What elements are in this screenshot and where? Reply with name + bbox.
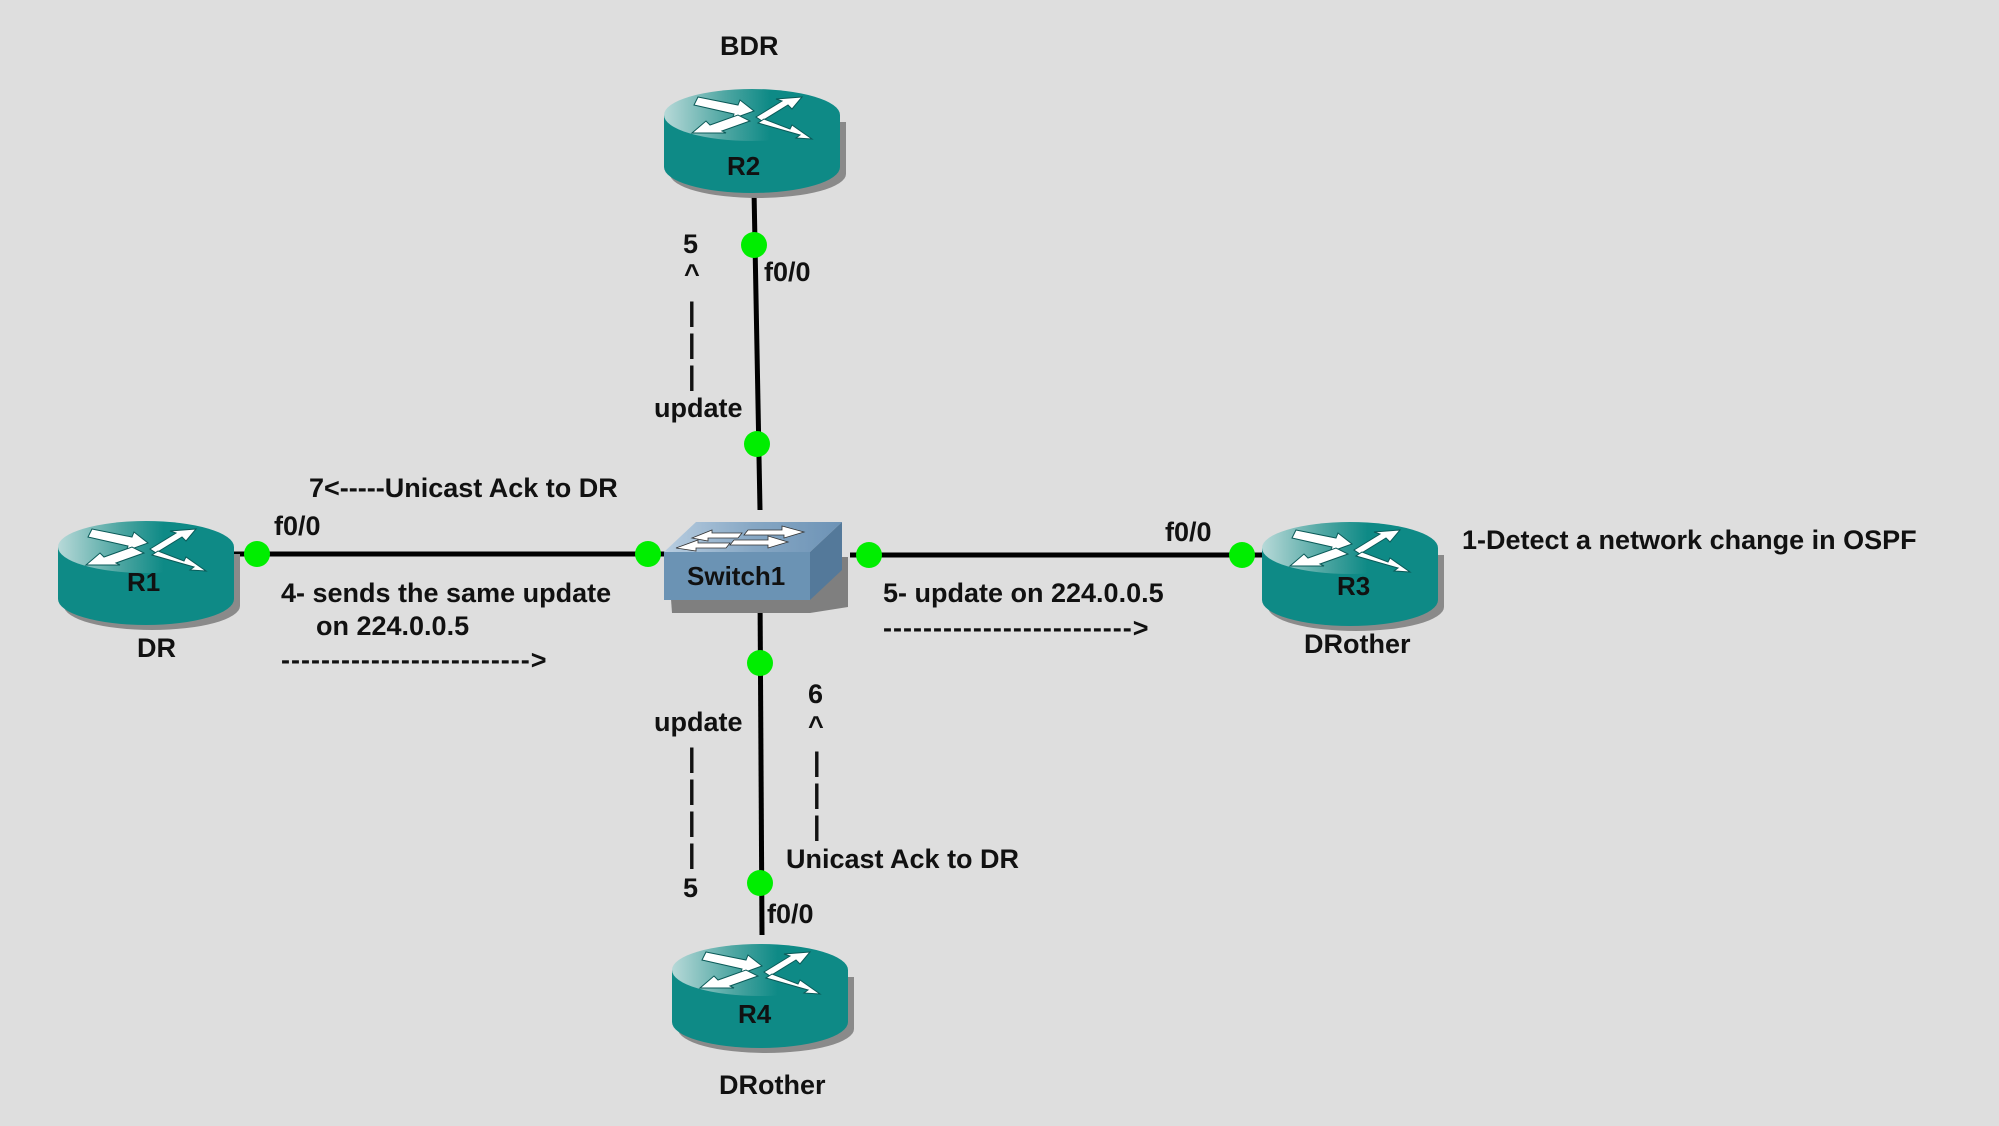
role-label-r4: DRother bbox=[719, 1070, 826, 1100]
device-name-r1: R1 bbox=[127, 567, 161, 597]
port-dot-switch-right[interactable] bbox=[856, 542, 882, 568]
port-label-r4: f0/0 bbox=[767, 899, 814, 929]
annotation-bottom-dash: | bbox=[688, 807, 696, 837]
annotation-bottom-dash: | bbox=[688, 743, 696, 773]
port-dot-switch-left[interactable] bbox=[635, 541, 661, 567]
annotation-ack-num: 6 bbox=[808, 679, 824, 709]
annotation-top-num: 5 bbox=[683, 229, 699, 259]
port-dot-r1-f0-0[interactable] bbox=[244, 541, 270, 567]
port-label-r1: f0/0 bbox=[274, 511, 321, 541]
role-label-r1: DR bbox=[137, 633, 176, 663]
annotation-ack-dash: | bbox=[813, 747, 821, 777]
device-name-r3: R3 bbox=[1337, 571, 1371, 601]
port-label-r2: f0/0 bbox=[764, 257, 811, 287]
annotation-top-dash: | bbox=[688, 297, 696, 327]
annotation-step1: 1-Detect a network change in OSPF bbox=[1462, 525, 1917, 555]
annotation-top-update: update bbox=[654, 393, 743, 423]
annotation-ack-dash: | bbox=[813, 811, 821, 841]
annotation-top-caret: ^ bbox=[684, 259, 700, 289]
annotation-step4-line2: on 224.0.0.5 bbox=[316, 611, 470, 641]
role-label-r2: BDR bbox=[720, 31, 779, 61]
annotation-step4-line1: 4- sends the same update bbox=[281, 578, 612, 608]
annotation-bottom-num: 5 bbox=[683, 873, 699, 903]
port-dots bbox=[244, 232, 1255, 896]
port-dot-switch-top[interactable] bbox=[744, 431, 770, 457]
annotation-step5-right-arrow: -------------------------> bbox=[883, 613, 1150, 643]
port-dot-r2-f0-0[interactable] bbox=[741, 232, 767, 258]
annotation-ack-caret: ^ bbox=[808, 711, 824, 741]
annotation-bottom-update: update bbox=[654, 707, 743, 737]
annotation-ack-text: Unicast Ack to DR bbox=[786, 844, 1020, 874]
port-dot-switch-bottom[interactable] bbox=[747, 650, 773, 676]
device-name-r2: R2 bbox=[727, 151, 761, 181]
port-dot-r4-f0-0[interactable] bbox=[747, 870, 773, 896]
annotation-bottom-dash: | bbox=[688, 839, 696, 869]
device-name-switch1: Switch1 bbox=[687, 561, 786, 591]
annotation-step4-arrow: -------------------------> bbox=[281, 645, 548, 675]
port-dot-r3-f0-0[interactable] bbox=[1229, 542, 1255, 568]
annotation-top-dash: | bbox=[688, 361, 696, 391]
annotation-ack-dash: | bbox=[813, 779, 821, 809]
role-label-r3: DRother bbox=[1304, 629, 1411, 659]
annotation-step5-right: 5- update on 224.0.0.5 bbox=[883, 578, 1164, 608]
port-label-r3: f0/0 bbox=[1165, 517, 1212, 547]
annotation-bottom-dash: | bbox=[688, 775, 696, 805]
annotation-top-dash: | bbox=[688, 329, 696, 359]
device-name-r4: R4 bbox=[738, 999, 772, 1029]
annotation-step7: 7<-----Unicast Ack to DR bbox=[309, 473, 618, 503]
